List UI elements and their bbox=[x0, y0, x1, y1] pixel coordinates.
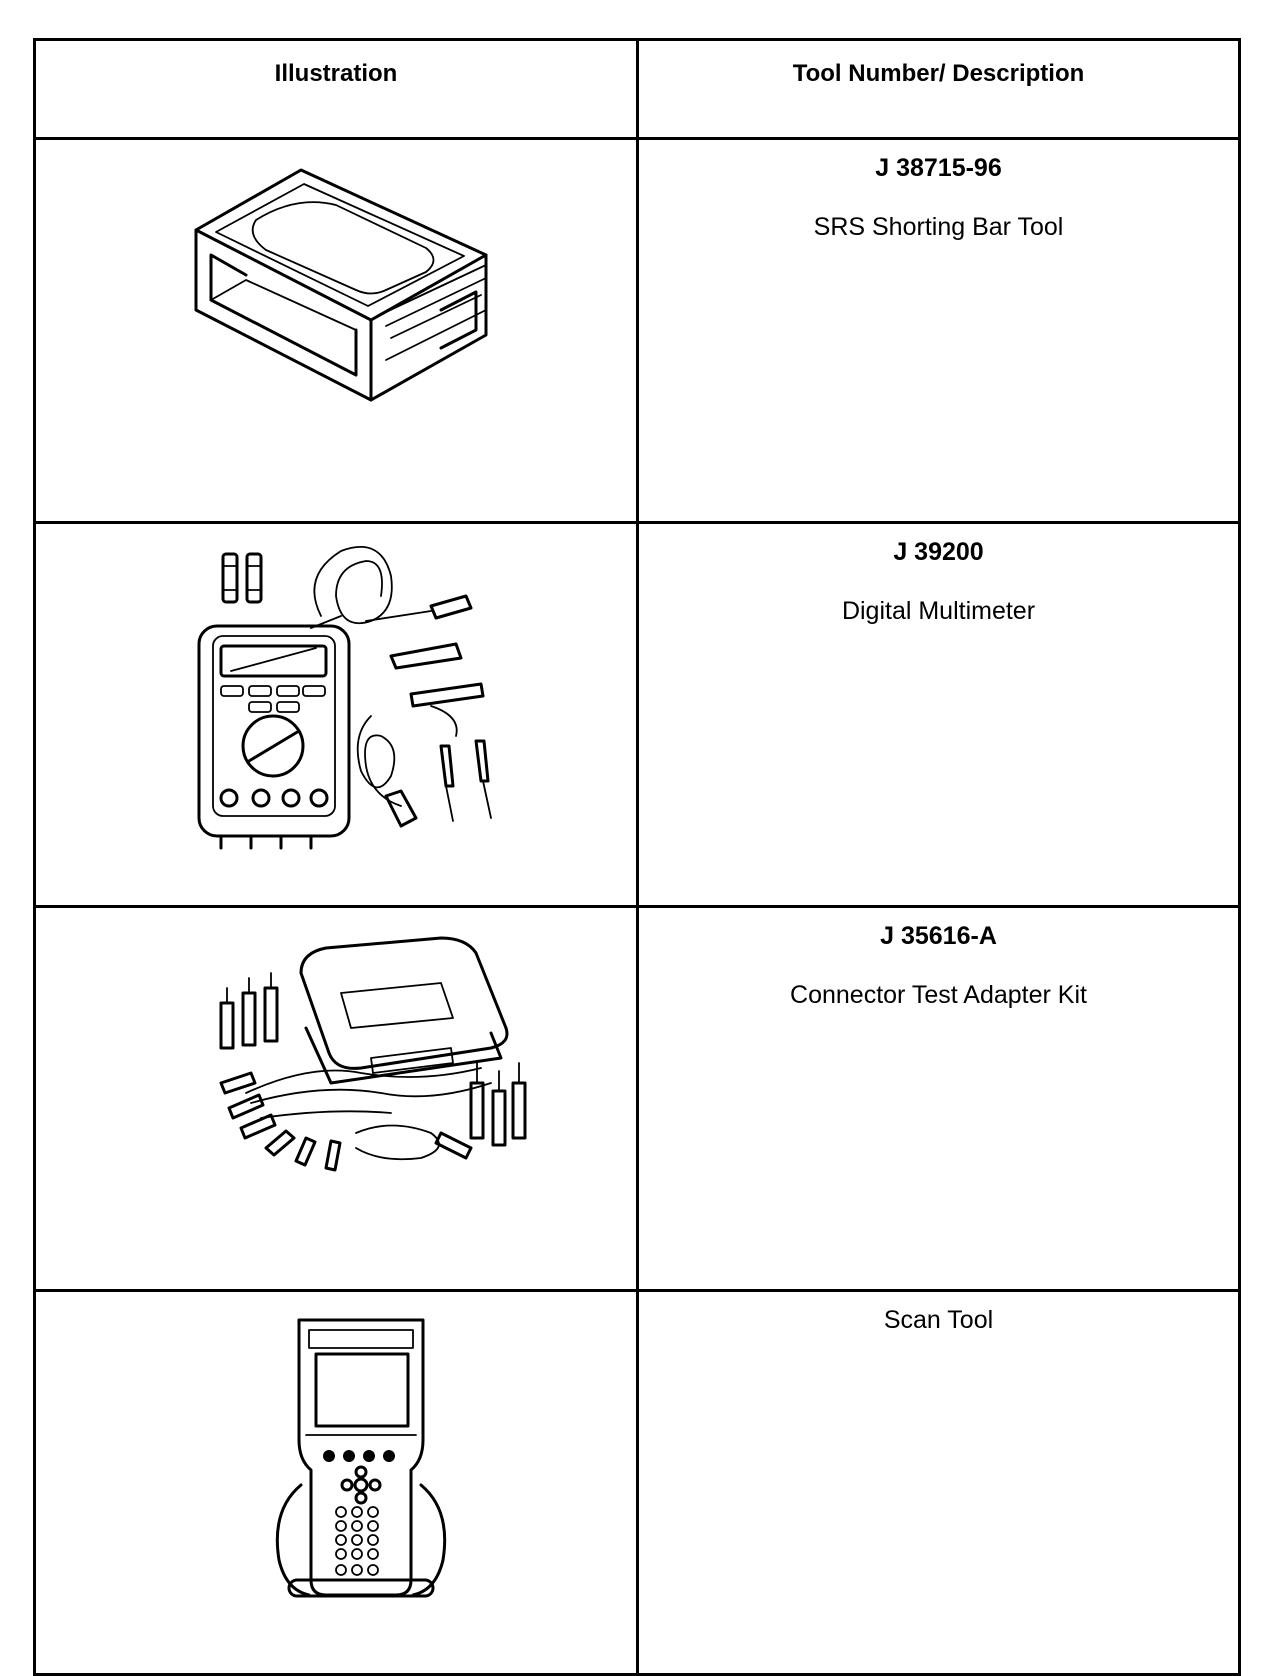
header-tool-description: Tool Number/ Description bbox=[636, 38, 1241, 140]
tool-description: Connector Test Adapter Kit bbox=[790, 981, 1087, 1009]
illustration-cell bbox=[33, 521, 639, 908]
illustration-cell bbox=[33, 905, 639, 1292]
tool-number: J 35616-A bbox=[880, 922, 997, 950]
shorting-bar-tool-icon bbox=[194, 168, 488, 402]
tool-description: Scan Tool bbox=[883, 1306, 994, 1334]
tool-number: J 39200 bbox=[893, 538, 984, 566]
illustration-cell bbox=[33, 137, 639, 524]
table-row: J 38715-96 SRS Shorting Bar Tool bbox=[33, 137, 1241, 524]
scan-tool-icon bbox=[275, 1318, 447, 1598]
description-cell: Scan Tool bbox=[636, 1289, 1241, 1676]
description-cell: J 39200 Digital Multimeter bbox=[636, 521, 1241, 908]
table-row: J 35616-A Connector Test Adapter Kit bbox=[33, 905, 1241, 1292]
description-cell: J 35616-A Connector Test Adapter Kit bbox=[636, 905, 1241, 1292]
illustration-cell bbox=[33, 1289, 639, 1676]
table-header-row: Illustration Tool Number/ Description bbox=[33, 38, 1241, 140]
header-illustration: Illustration bbox=[33, 38, 639, 140]
digital-multimeter-icon bbox=[197, 546, 492, 850]
tool-description: Digital Multimeter bbox=[841, 597, 1036, 625]
table-row: J 39200 Digital Multimeter bbox=[33, 521, 1241, 908]
test-adapter-kit-icon bbox=[219, 936, 527, 1172]
tool-number: J 38715-96 bbox=[875, 154, 1002, 182]
tool-description: SRS Shorting Bar Tool bbox=[813, 213, 1064, 241]
special-tools-table: Illustration Tool Number/ Description bbox=[33, 38, 1241, 1676]
description-cell: J 38715-96 SRS Shorting Bar Tool bbox=[636, 137, 1241, 524]
table-row: Scan Tool bbox=[33, 1289, 1241, 1676]
